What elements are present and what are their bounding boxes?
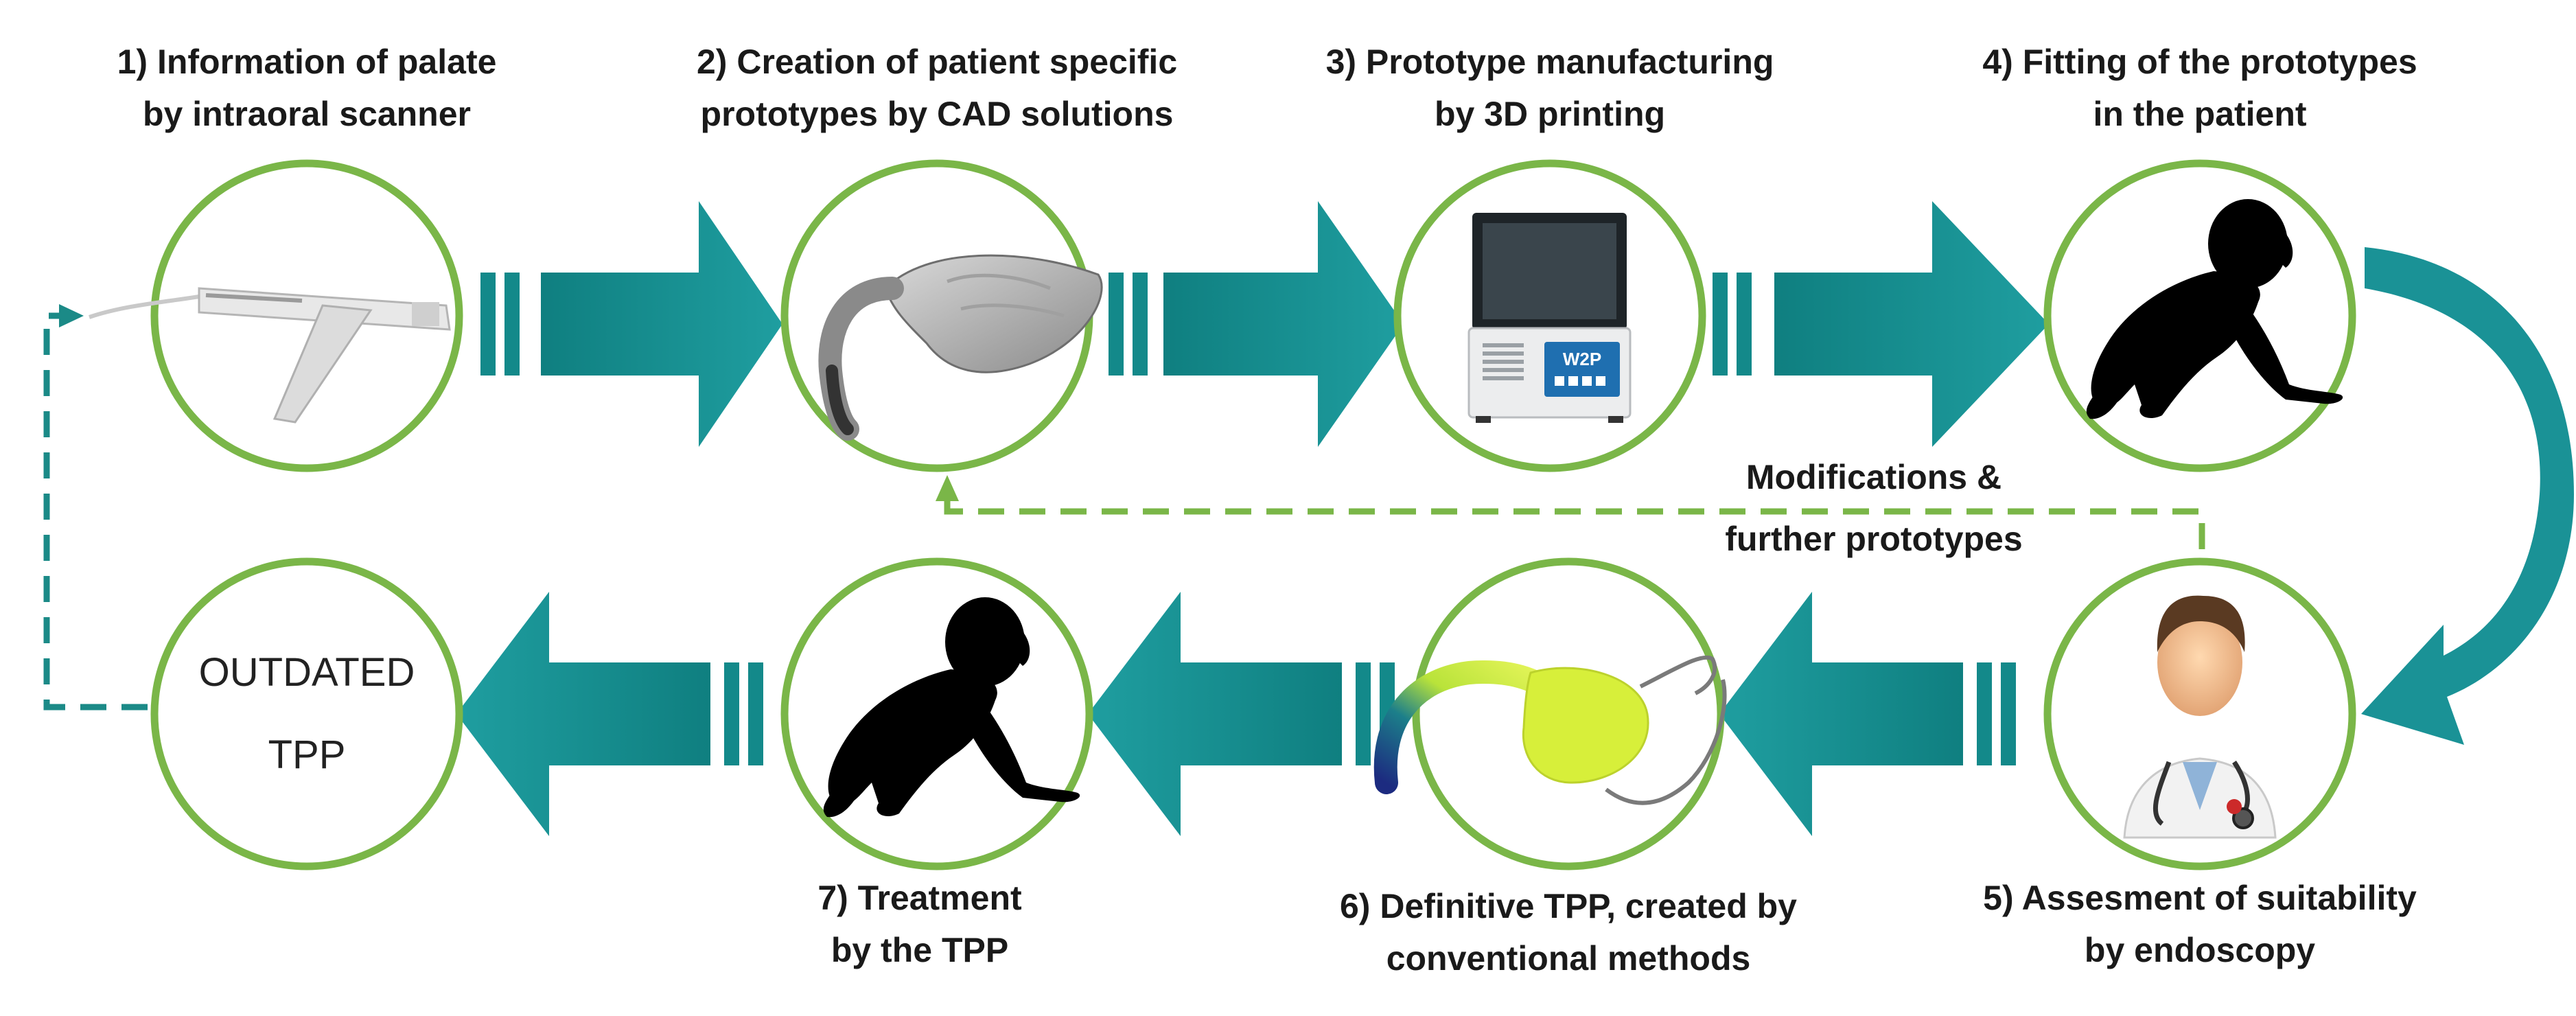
- arrow-3-to-4: [1713, 201, 2049, 447]
- crawling-baby-icon: [823, 597, 1080, 818]
- crawling-baby-icon: [2086, 199, 2343, 419]
- step-1-label-line1: 1) Information of palate: [117, 43, 497, 81]
- arrow-shape: [1774, 201, 2049, 447]
- step-5-label: 5) Assesment of suitability by endoscopy: [1960, 872, 2440, 976]
- outdated-tpp-label: OUTDATED TPP: [170, 632, 444, 796]
- arrow-7-to-outdated: [456, 592, 763, 836]
- step-3-label: 3) Prototype manufacturing by 3D printin…: [1310, 36, 1790, 140]
- arrow-shape: [1088, 592, 1342, 836]
- step-2-label: 2) Creation of patient specific prototyp…: [697, 36, 1177, 140]
- step-4-label-line2: in the patient: [2093, 95, 2307, 133]
- arrow-2-to-3: [1109, 201, 1404, 447]
- feedback-loop-teal: [43, 304, 148, 711]
- arrow-4-to-5-curved: [2361, 247, 2574, 745]
- intraoral-scanner-icon: [89, 287, 451, 424]
- arrow-5-to-6: [1719, 592, 2016, 836]
- arrow-bar: [1977, 662, 1992, 765]
- arrow-bar: [504, 273, 520, 376]
- arrow-bar: [1713, 273, 1728, 376]
- step-1-label-line2: by intraoral scanner: [143, 95, 471, 133]
- step-2-label-line1: 2) Creation of patient specific: [697, 43, 1178, 81]
- arrow-shape: [456, 592, 710, 836]
- step-2-label-line2: prototypes by CAD solutions: [700, 95, 1174, 133]
- feedback-loop-green: [936, 475, 2205, 549]
- step-7-label-line2: by the TPP: [831, 931, 1009, 969]
- arrow-bar: [724, 662, 739, 765]
- feedback-label-line2: further prototypes: [1725, 520, 2023, 558]
- dashed-arrowhead: [936, 475, 959, 501]
- arrow-1-to-2: [480, 201, 782, 447]
- step-4-label: 4) Fitting of the prototypes in the pati…: [1960, 36, 2440, 140]
- arrow-bar: [2001, 662, 2016, 765]
- outdated-line2: TPP: [268, 732, 346, 777]
- outdated-line1: OUTDATED: [198, 650, 415, 695]
- step-1-label: 1) Information of palate by intraoral sc…: [101, 36, 513, 140]
- step-7-label-line1: 7) Treatment: [817, 879, 1022, 917]
- step-5-label-line2: by endoscopy: [2084, 931, 2316, 969]
- arrow-bar: [1109, 273, 1124, 376]
- feedback-label: Modifications & further prototypes: [1668, 446, 2080, 570]
- arrow-shape: [1163, 201, 1404, 447]
- curved-arrow-body: [2361, 247, 2574, 745]
- doctor-icon: [2123, 595, 2277, 839]
- step-6-label-line2: conventional methods: [1386, 939, 1751, 978]
- arrow-bar: [1737, 273, 1752, 376]
- step-3-label-line2: by 3D printing: [1434, 95, 1666, 133]
- cad-palate-model-icon: [818, 254, 1103, 441]
- outdated-circle: [150, 557, 463, 870]
- 3d-printer-icon: W2P: [1467, 213, 1632, 423]
- dashed-arrowhead: [59, 304, 84, 327]
- feedback-label-line1: Modifications &: [1745, 458, 2002, 496]
- dashed-line: [944, 489, 2205, 549]
- step-5-label-line1: 5) Assesment of suitability: [1983, 879, 2417, 917]
- arrow-bar: [1356, 662, 1371, 765]
- arrow-shape: [541, 201, 782, 447]
- printer-brand-text: W2P: [1563, 349, 1601, 369]
- arrow-bar: [1133, 273, 1148, 376]
- arrow-bar: [480, 273, 496, 376]
- arrow-6-to-7: [1088, 592, 1395, 836]
- step-4-label-line1: 4) Fitting of the prototypes: [1982, 43, 2417, 81]
- step-6-label: 6) Definitive TPP, created by convention…: [1328, 880, 1809, 984]
- dashed-line: [43, 312, 148, 711]
- step-3-label-line1: 3) Prototype manufacturing: [1325, 43, 1774, 81]
- step-6-label-line1: 6) Definitive TPP, created by: [1340, 887, 1797, 925]
- step-7-label: 7) Treatment by the TPP: [714, 872, 1126, 976]
- palatal-plate-icon: [1373, 655, 1727, 805]
- arrow-shape: [1719, 592, 1963, 836]
- arrow-bar: [748, 662, 763, 765]
